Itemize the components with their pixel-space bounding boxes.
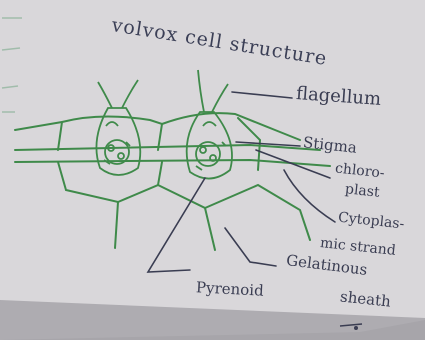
label-chloroplast-line2: plast — [344, 182, 380, 200]
label-pyrenoid: Pyrenoid — [196, 280, 264, 299]
